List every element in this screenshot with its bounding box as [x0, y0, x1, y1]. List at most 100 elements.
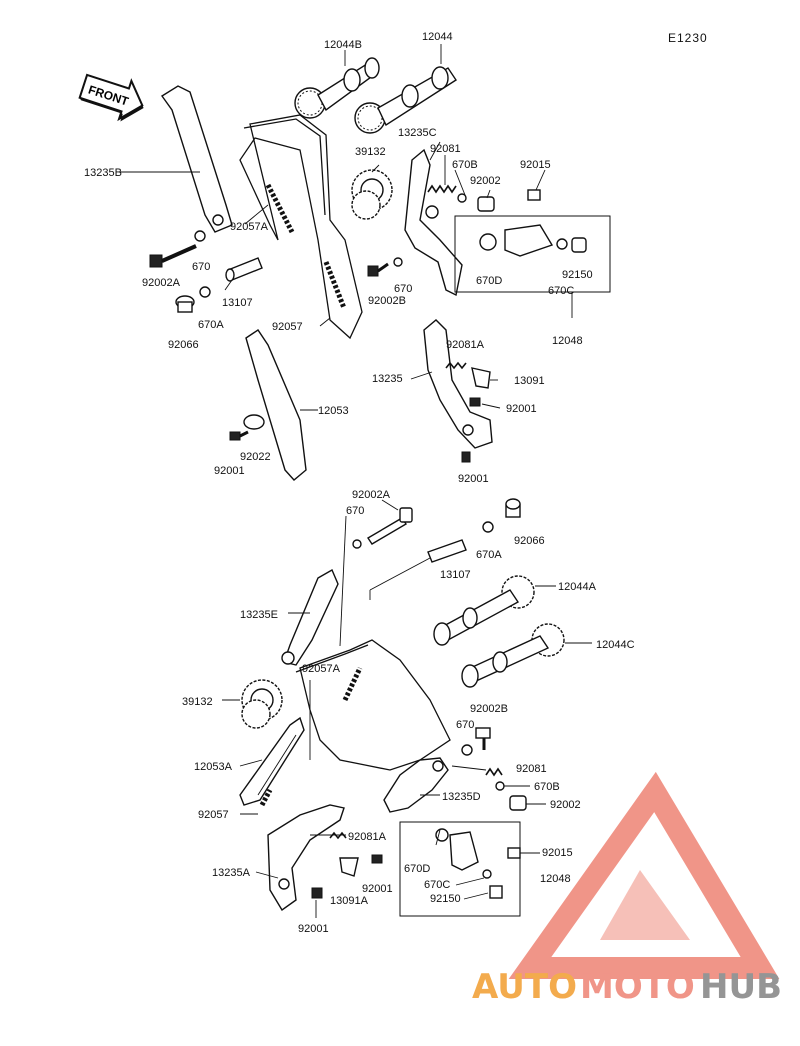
tensioner-arm-13235C — [404, 148, 463, 297]
label-670-bottom: 670 — [346, 505, 364, 517]
label-92057-bottom: 92057 — [198, 809, 229, 821]
label-92057: 92057 — [272, 321, 303, 333]
label-670A-bottom: 670A — [476, 549, 502, 561]
bracket-13091A — [339, 857, 359, 877]
label-670C-bottom: 670C — [424, 879, 450, 891]
label-13091: 13091 — [514, 375, 545, 387]
bolt-92002-bottom — [509, 795, 527, 811]
label-13235E: 13235E — [240, 609, 278, 621]
label-92002B: 92002B — [368, 295, 406, 307]
label-92002-bottom: 92002 — [550, 799, 581, 811]
washer-670-bottom-2 — [461, 744, 473, 756]
camshaft-12044A — [433, 575, 535, 646]
bolt-92001-b — [461, 451, 471, 463]
spring-92081 — [427, 184, 457, 194]
spring-92081A-bottom — [329, 831, 347, 840]
watermark-logo: AUTO MOTO HUB — [472, 771, 782, 1007]
bracket-13091 — [471, 367, 491, 389]
label-670B-bottom: 670B — [534, 781, 560, 793]
tensioner-body-12048 — [479, 224, 587, 257]
label-92001-left: 92001 — [214, 465, 245, 477]
diagram-code: E1230 — [668, 31, 708, 45]
sprocket-39132-bottom — [241, 679, 283, 729]
label-92150: 92150 — [562, 269, 593, 281]
label-12048: 12048 — [552, 335, 583, 347]
label-670C: 670C — [548, 285, 574, 297]
plug-92015-bottom — [507, 847, 521, 859]
cam-chain-92057A-bottom — [299, 639, 451, 771]
watermark-moto: MOTO — [580, 967, 695, 1007]
label-92002A-bottom: 92002A — [352, 489, 391, 501]
tensioner-box-12048 — [454, 215, 611, 293]
label-670D: 670D — [476, 275, 502, 287]
label-92066-bottom: 92066 — [514, 535, 545, 547]
camshaft-12044C — [461, 623, 565, 688]
label-92015: 92015 — [520, 159, 551, 171]
spring-92081-bottom — [485, 767, 503, 777]
label-13235A: 13235A — [212, 867, 251, 879]
tensioner-arm-13235 — [423, 319, 493, 449]
label-39132-bottom: 39132 — [182, 696, 213, 708]
plug-92066-bottom — [505, 498, 521, 518]
label-12044A: 12044A — [558, 581, 597, 593]
oring-670B — [457, 193, 467, 203]
label-92001-bottom-a: 92001 — [362, 883, 393, 895]
label-12044C: 12044C — [596, 639, 635, 651]
washer-92022 — [243, 414, 265, 430]
spring-92081A — [445, 361, 467, 370]
label-13235B: 13235B — [84, 167, 122, 179]
label-92001-bottom: 92001 — [458, 473, 489, 485]
chain-guide-12053 — [245, 329, 307, 481]
oring-670A-bottom — [482, 521, 494, 533]
bolt-92001-bottom-b — [311, 887, 323, 899]
label-12044: 12044 — [422, 31, 453, 43]
label-92066: 92066 — [168, 339, 199, 351]
label-13235D: 13235D — [442, 791, 481, 803]
label-13235: 13235 — [372, 373, 403, 385]
label-670B: 670B — [452, 159, 478, 171]
washer-670A-top — [199, 286, 211, 298]
label-92001: 92001 — [506, 403, 537, 415]
chain-guide-13235B — [160, 85, 233, 233]
label-92002A: 92002A — [142, 277, 181, 289]
chain-guide-12053A — [239, 716, 305, 806]
label-92081A: 92081A — [446, 339, 485, 351]
sprocket-39132 — [351, 169, 393, 220]
bolt-92001-bottom-a — [371, 854, 383, 864]
watermark-hub: HUB — [700, 967, 782, 1007]
chain-guide-13235E — [283, 569, 339, 666]
bolt-92002B-bottom — [475, 727, 491, 750]
chain-links-lower — [259, 666, 363, 807]
label-92057A-bottom: 92057A — [302, 663, 341, 675]
bolt-92001-a — [469, 397, 481, 407]
label-92001-bottom-b: 92001 — [298, 923, 329, 935]
pin-13107-bottom — [427, 539, 467, 563]
watermark-auto: AUTO — [472, 967, 577, 1007]
plug-92015-top — [527, 189, 541, 201]
oring-670B-bottom — [495, 781, 505, 791]
label-670-mid: 670 — [394, 283, 412, 295]
bolt-92002B — [367, 262, 389, 277]
label-92081: 92081 — [430, 143, 461, 155]
tensioner-box-12048-bottom — [399, 821, 521, 917]
label-92150-bottom: 92150 — [430, 893, 461, 905]
label-670A: 670A — [198, 319, 224, 331]
tensioner-body-12048-bottom — [435, 828, 503, 899]
label-92015-bottom: 92015 — [542, 847, 573, 859]
plug-92066-top — [175, 295, 195, 313]
label-92081-bottom: 92081 — [516, 763, 547, 775]
label-39132: 39132 — [355, 146, 386, 158]
label-13107-bottom: 13107 — [440, 569, 471, 581]
front-arrow-icon: FRONT — [78, 73, 144, 122]
label-92002B-bottom: 92002B — [470, 703, 508, 715]
camshaft-12044 — [354, 66, 457, 134]
label-12053A: 12053A — [194, 761, 233, 773]
bolt-92002A-bottom — [367, 507, 413, 545]
bolt-92001-left — [229, 430, 249, 441]
label-12053: 12053 — [318, 405, 349, 417]
bolt-92002A — [149, 244, 197, 268]
washer-670-mid — [393, 257, 403, 267]
label-670-bottom-2: 670 — [456, 719, 474, 731]
label-670D-bottom: 670D — [404, 863, 430, 875]
